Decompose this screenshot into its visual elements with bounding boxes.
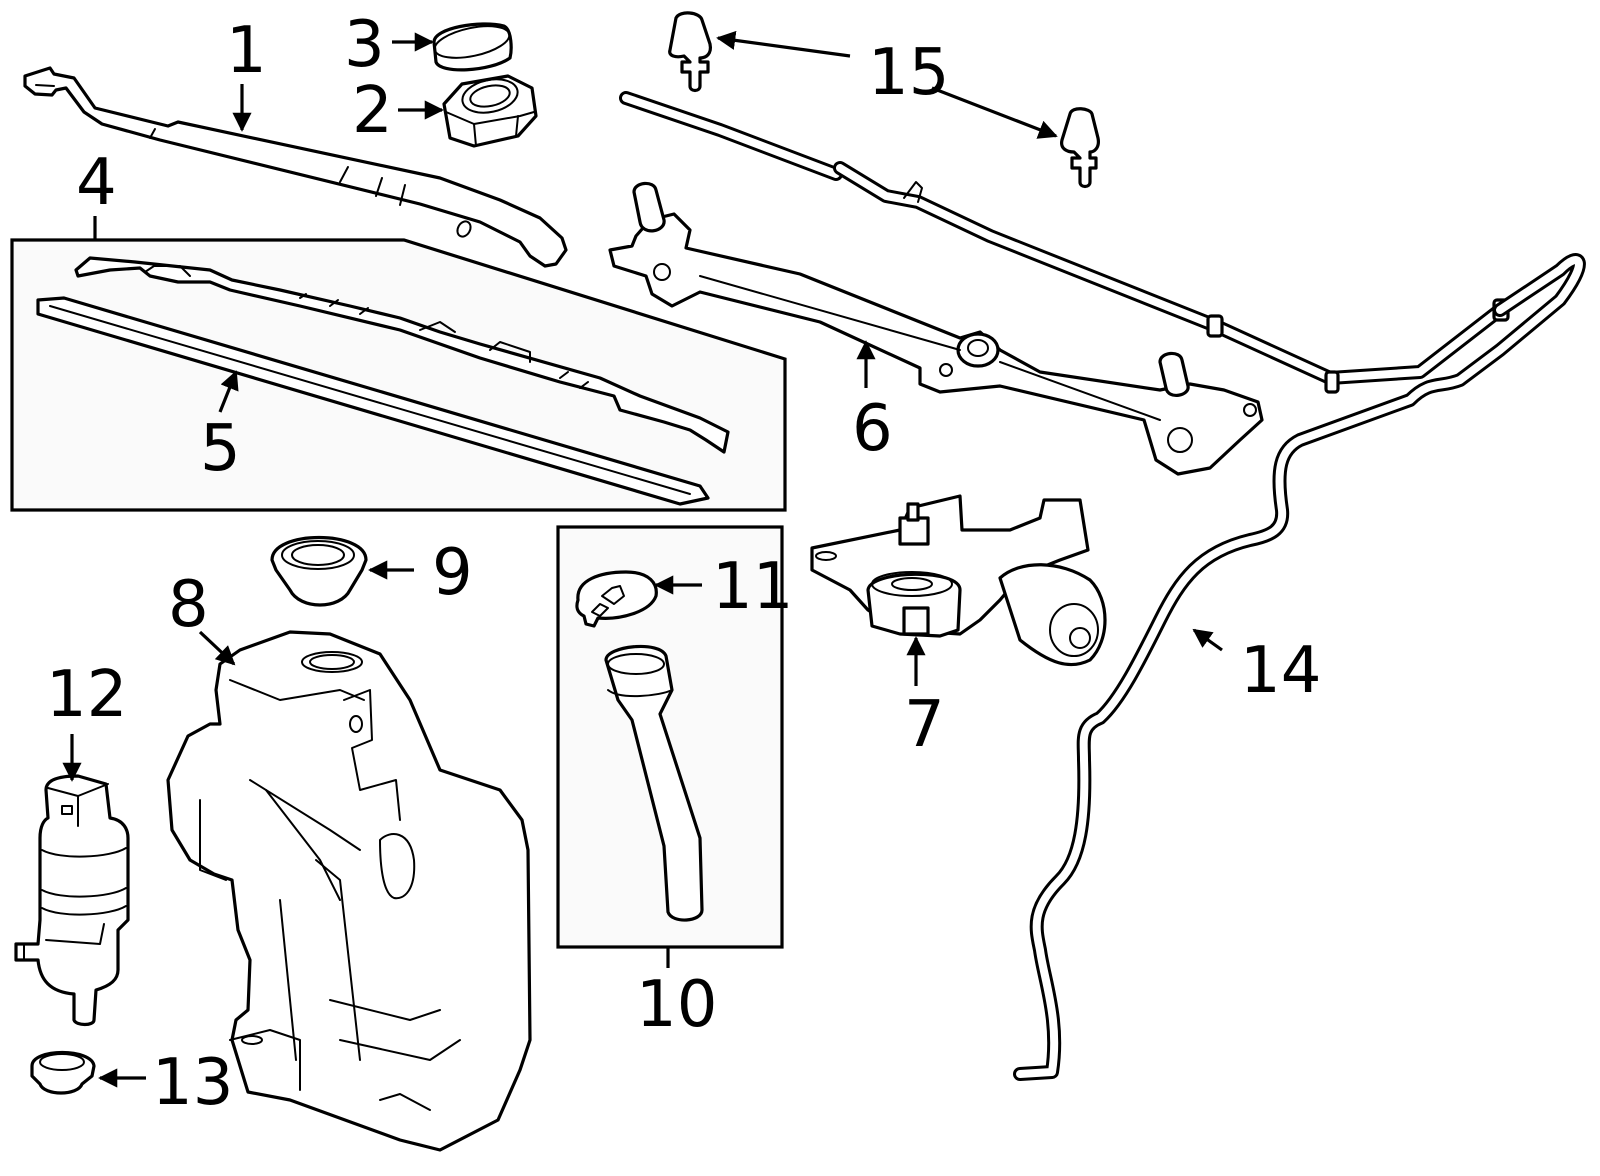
wiper-arm-part[interactable] bbox=[23, 66, 568, 268]
callout-7[interactable]: 7 bbox=[904, 688, 945, 762]
callout-labels: 1 2 3 4 5 6 7 8 9 10 11 12 13 14 15 bbox=[46, 8, 1321, 1120]
callout-6[interactable]: 6 bbox=[852, 392, 893, 466]
washer-nozzle-part[interactable] bbox=[668, 11, 1100, 189]
reservoir-grommet-part[interactable] bbox=[270, 536, 368, 607]
leader-lines bbox=[62, 30, 1223, 1088]
callout-1[interactable]: 1 bbox=[226, 14, 267, 88]
washer-pump-part[interactable] bbox=[14, 774, 130, 1027]
callout-2[interactable]: 2 bbox=[352, 74, 393, 148]
leader-15a bbox=[716, 30, 851, 58]
callout-15[interactable]: 15 bbox=[868, 36, 949, 110]
callout-8[interactable]: 8 bbox=[168, 568, 209, 642]
callout-13[interactable]: 13 bbox=[152, 1046, 233, 1120]
callout-11[interactable]: 11 bbox=[712, 550, 793, 624]
wiper-linkage-part[interactable] bbox=[608, 181, 1264, 476]
nut-cap-part[interactable] bbox=[432, 20, 513, 72]
callout-4[interactable]: 4 bbox=[76, 146, 117, 220]
callout-12[interactable]: 12 bbox=[46, 658, 127, 732]
callout-14[interactable]: 14 bbox=[1240, 634, 1321, 708]
arm-nut-part[interactable] bbox=[442, 74, 538, 148]
upper-hose-part[interactable] bbox=[619, 91, 1510, 394]
leader-15b bbox=[931, 86, 1058, 139]
pump-grommet-part[interactable] bbox=[30, 1050, 96, 1095]
washer-reservoir-part[interactable] bbox=[166, 630, 532, 1152]
callout-10[interactable]: 10 bbox=[636, 968, 717, 1042]
filler-cap-part[interactable] bbox=[575, 570, 658, 628]
callout-3[interactable]: 3 bbox=[344, 8, 385, 82]
callout-5[interactable]: 5 bbox=[200, 412, 241, 486]
leader-14 bbox=[1192, 628, 1223, 652]
wiper-motor-part[interactable] bbox=[810, 494, 1107, 667]
filler-neck-part[interactable] bbox=[604, 644, 704, 922]
leader-5 bbox=[218, 370, 239, 413]
wiper-blade-part[interactable] bbox=[74, 256, 730, 454]
leader-8 bbox=[198, 630, 236, 666]
callout-9[interactable]: 9 bbox=[432, 536, 473, 610]
blade-insert-part[interactable] bbox=[36, 296, 710, 506]
washer-hose-part[interactable] bbox=[1013, 253, 1586, 1081]
group-box-blade-assembly bbox=[10, 216, 787, 512]
